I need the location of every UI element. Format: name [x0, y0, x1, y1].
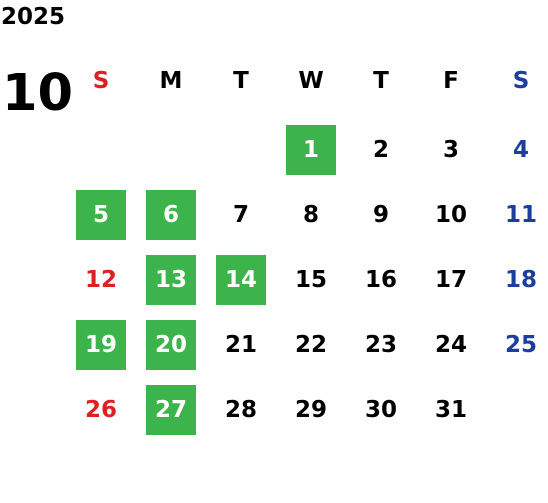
day-cell-highlighted: 14	[216, 255, 266, 305]
day-cell: 24	[434, 332, 467, 358]
day-cell: 11	[504, 202, 537, 228]
day-cell: 29	[294, 397, 327, 423]
day-cell: 8	[302, 202, 319, 228]
weekday-label: T	[373, 68, 389, 94]
day-cell: 30	[364, 397, 397, 423]
day-cell: 31	[434, 397, 467, 423]
day-cell: 22	[294, 332, 327, 358]
day-cell: 9	[372, 202, 389, 228]
weekday-label: T	[233, 68, 249, 94]
day-cell: 7	[232, 202, 249, 228]
weekday-label: M	[159, 68, 183, 94]
day-cell: 18	[504, 267, 537, 293]
day-cell: 26	[84, 397, 117, 423]
weekday-label: F	[443, 68, 459, 94]
year-label: 2025	[1, 4, 66, 30]
day-cell: 15	[294, 267, 327, 293]
day-cell-highlighted: 6	[146, 190, 196, 240]
day-cell: 4	[512, 137, 529, 163]
day-cell-highlighted: 1	[286, 125, 336, 175]
weekday-label: S	[512, 68, 530, 94]
weekday-label: S	[92, 68, 110, 94]
day-cell: 16	[364, 267, 397, 293]
day-cell: 3	[442, 137, 459, 163]
day-cell: 2	[372, 137, 389, 163]
day-cell: 12	[84, 267, 117, 293]
day-cell-highlighted: 19	[76, 320, 126, 370]
day-cell-highlighted: 5	[76, 190, 126, 240]
day-cell: 25	[504, 332, 537, 358]
day-cell: 10	[434, 202, 467, 228]
day-cell: 23	[364, 332, 397, 358]
day-cell: 28	[224, 397, 257, 423]
month-label: 10	[2, 64, 73, 123]
day-cell-highlighted: 13	[146, 255, 196, 305]
day-cell: 17	[434, 267, 467, 293]
day-cell-highlighted: 27	[146, 385, 196, 435]
weekday-label: W	[298, 68, 324, 94]
day-cell: 21	[224, 332, 257, 358]
day-cell-highlighted: 20	[146, 320, 196, 370]
